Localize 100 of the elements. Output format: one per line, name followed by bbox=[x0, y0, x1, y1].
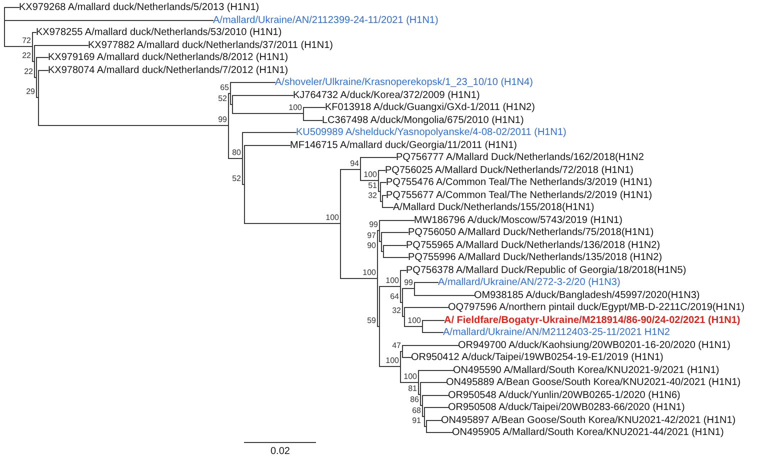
taxon-label: ON495889 A/Bean Goose/South Korea/KNU2021-40/2021 (H1N1) bbox=[446, 376, 741, 388]
taxon-label: PQ755996 A/Mallard Duck/Netherlands/135/2018 (H1N2) bbox=[408, 252, 662, 264]
tree-branch bbox=[424, 416, 427, 427]
bootstrap-value: 100 bbox=[326, 213, 339, 222]
taxon-label: OQ797596 A/northern pintail duck/Egypt/MB-D-2211C/2019(H1N1) bbox=[448, 302, 745, 314]
taxon-label: PQ755476 A/Common Teal/The Netherlands/3/2019 (H1N1) bbox=[386, 176, 652, 188]
tree-branch bbox=[402, 288, 415, 303]
tree-branch bbox=[34, 61, 37, 78]
bootstrap-value: 72 bbox=[22, 36, 31, 45]
taxon-label: MF146715 A/mallard duck/Georgia/11/2011 (H1N1) bbox=[290, 140, 517, 152]
tree-branch bbox=[242, 158, 245, 185]
tree-branch bbox=[242, 132, 297, 159]
tree-branch bbox=[303, 107, 326, 114]
taxon-label: PQ756777 A/Mallard Duck/Netherlands/162/2018(H1N2 bbox=[396, 152, 644, 164]
tree-branch bbox=[414, 282, 439, 289]
bootstrap-value: 100 bbox=[386, 276, 399, 285]
bootstrap-value: 68 bbox=[412, 406, 421, 415]
tree-branch bbox=[420, 394, 423, 406]
taxon-label: KX979268 A/mallard duck/Netherlands/5/2013 (H1N1) bbox=[19, 2, 260, 14]
taxon-label: ON495897 A/Bean Goose/South Korea/KNU2021-42/2021 (H1N1) bbox=[441, 414, 736, 426]
taxon-label: PQ755677 A/Common Teal/The Netherlands/2/2019 (H1N1) bbox=[386, 190, 652, 202]
taxon-label: A/mallard/Ukraine/AN/M2112403-25-11/2021 H1N2 bbox=[443, 326, 670, 338]
tree-branch bbox=[232, 104, 304, 114]
tree-branch bbox=[424, 407, 449, 417]
tree-branch bbox=[400, 366, 419, 383]
tree-branch bbox=[36, 57, 49, 78]
taxon-label: OR950412 A/duck/Taipei/19WB0254-19-E1/2019 (H1N1) bbox=[411, 352, 664, 364]
bootstrap-value: 99 bbox=[218, 115, 227, 124]
bootstrap-value: 94 bbox=[350, 159, 359, 168]
tree-branch bbox=[422, 320, 445, 327]
tree-branch bbox=[404, 307, 449, 317]
taxon-label: MW186796 A/duck/Moscow/5743/2019 (H1N1) bbox=[414, 214, 622, 226]
taxon-label: LC367498 A/duck/Mongolia/675/2010 (H1N1) bbox=[322, 114, 524, 126]
bootstrap-value: 100 bbox=[408, 316, 421, 325]
tree-branch bbox=[422, 326, 444, 333]
tree-branch bbox=[360, 169, 379, 181]
tree-branch bbox=[420, 382, 447, 395]
bootstrap-value: 59 bbox=[367, 316, 376, 325]
bootstrap-value: 100 bbox=[364, 170, 377, 179]
tree-branch bbox=[422, 395, 449, 406]
bootstrap-value: 22 bbox=[24, 67, 33, 76]
tree-branch bbox=[426, 426, 453, 433]
bootstrap-value: 90 bbox=[367, 241, 376, 250]
taxon-label: OR950548 A/duck/Yunlin/20WB0265-1/2020 (H1N6) bbox=[448, 390, 680, 402]
bootstrap-value: 100 bbox=[362, 268, 376, 277]
tree-branch bbox=[32, 46, 35, 62]
tree-branch bbox=[303, 113, 323, 121]
bootstrap-value: 29 bbox=[26, 87, 35, 96]
taxon-label: PQ755965 A/Mallard Duck/Netherlands/136/2018 (H1N2) bbox=[406, 240, 660, 252]
tree-branch bbox=[230, 82, 276, 94]
bootstrap-value: 52 bbox=[232, 174, 241, 183]
taxon-label: PQ756025 A/Mallard Duck/Netherlands/72/2018 (H1N1) bbox=[385, 164, 634, 176]
tree-branch bbox=[377, 230, 380, 279]
tree-branch bbox=[383, 251, 409, 258]
taxon-label: A/Mallard Duck/Netherlands/155/2018(H1N1) bbox=[393, 202, 594, 214]
tree-branch bbox=[382, 195, 387, 202]
tree-branch bbox=[378, 180, 381, 192]
taxon-label: A/ Fieldfare/Bogatyr-Ukraine/M218914/86-90/24-02/2021 (H1N1) bbox=[444, 314, 740, 326]
bootstrap-value: 80 bbox=[232, 148, 241, 157]
tree-branch bbox=[383, 245, 407, 252]
tree-branch bbox=[378, 170, 386, 181]
tree-branch bbox=[422, 405, 425, 417]
tree-branch bbox=[230, 93, 233, 105]
tree-branch bbox=[404, 316, 423, 327]
bootstrap-value: 32 bbox=[368, 191, 377, 200]
tree-branch bbox=[418, 382, 421, 395]
taxon-label: A/mallard/Ukraine/AN/272-3-2/20 (H1N3) bbox=[438, 276, 620, 288]
bootstrap-value: 52 bbox=[218, 94, 227, 103]
tree-branch bbox=[400, 270, 407, 287]
taxon-label: PQ756378 A/Mallard Duck/Republic of Georgia/18/2018(H1N5) bbox=[406, 264, 686, 276]
bootstrap-value: 81 bbox=[408, 384, 417, 393]
tree-branch bbox=[379, 230, 382, 242]
tree-branch bbox=[228, 125, 243, 159]
tree-branch bbox=[414, 288, 475, 296]
taxon-label: ON495590 A/Mallard/South Korea/KNU2021-9/2021 (H1N1) bbox=[453, 364, 720, 376]
tree-branch bbox=[418, 370, 454, 383]
tree-branch bbox=[379, 220, 415, 231]
tree-branch bbox=[377, 278, 380, 327]
tree-branch bbox=[380, 182, 387, 192]
tree-branch bbox=[379, 326, 401, 367]
tree-branch bbox=[244, 184, 341, 224]
tree-branch bbox=[38, 70, 49, 98]
tree-branch bbox=[402, 345, 459, 352]
scale-label: 0.02 bbox=[270, 446, 290, 458]
bootstrap-value: 99 bbox=[404, 278, 413, 287]
bootstrap-value: 91 bbox=[412, 416, 421, 425]
tree-branch bbox=[38, 97, 229, 126]
taxon-label: KJ764732 A/duck/Korea/372/2009 (H1N1) bbox=[293, 90, 480, 102]
taxon-label: KX979169 A/mallard duck/Netherlands/8/2012 (H1N1) bbox=[48, 52, 288, 64]
tree-branch bbox=[380, 191, 383, 202]
tree-branch bbox=[32, 32, 37, 47]
taxon-label: OR949700 A/duck/Kaohsiung/20WB0201-16-20/2020 (H1N1) bbox=[458, 340, 730, 352]
bootstrap-value: 51 bbox=[368, 181, 377, 190]
taxon-label: ON495905 A/Mallard/South Korea/KNU2021-44/2021 (H1N1) bbox=[452, 426, 724, 438]
tree-branch bbox=[228, 93, 231, 126]
bootstrap-value: 100 bbox=[386, 356, 399, 365]
tree-branch bbox=[402, 302, 405, 317]
taxon-label: KU509989 A/shelduck/Yasnopolyanske/4-08-02/2011 (H1N1) bbox=[296, 126, 566, 138]
tree-branch bbox=[426, 420, 442, 427]
tree-branch bbox=[400, 351, 403, 367]
